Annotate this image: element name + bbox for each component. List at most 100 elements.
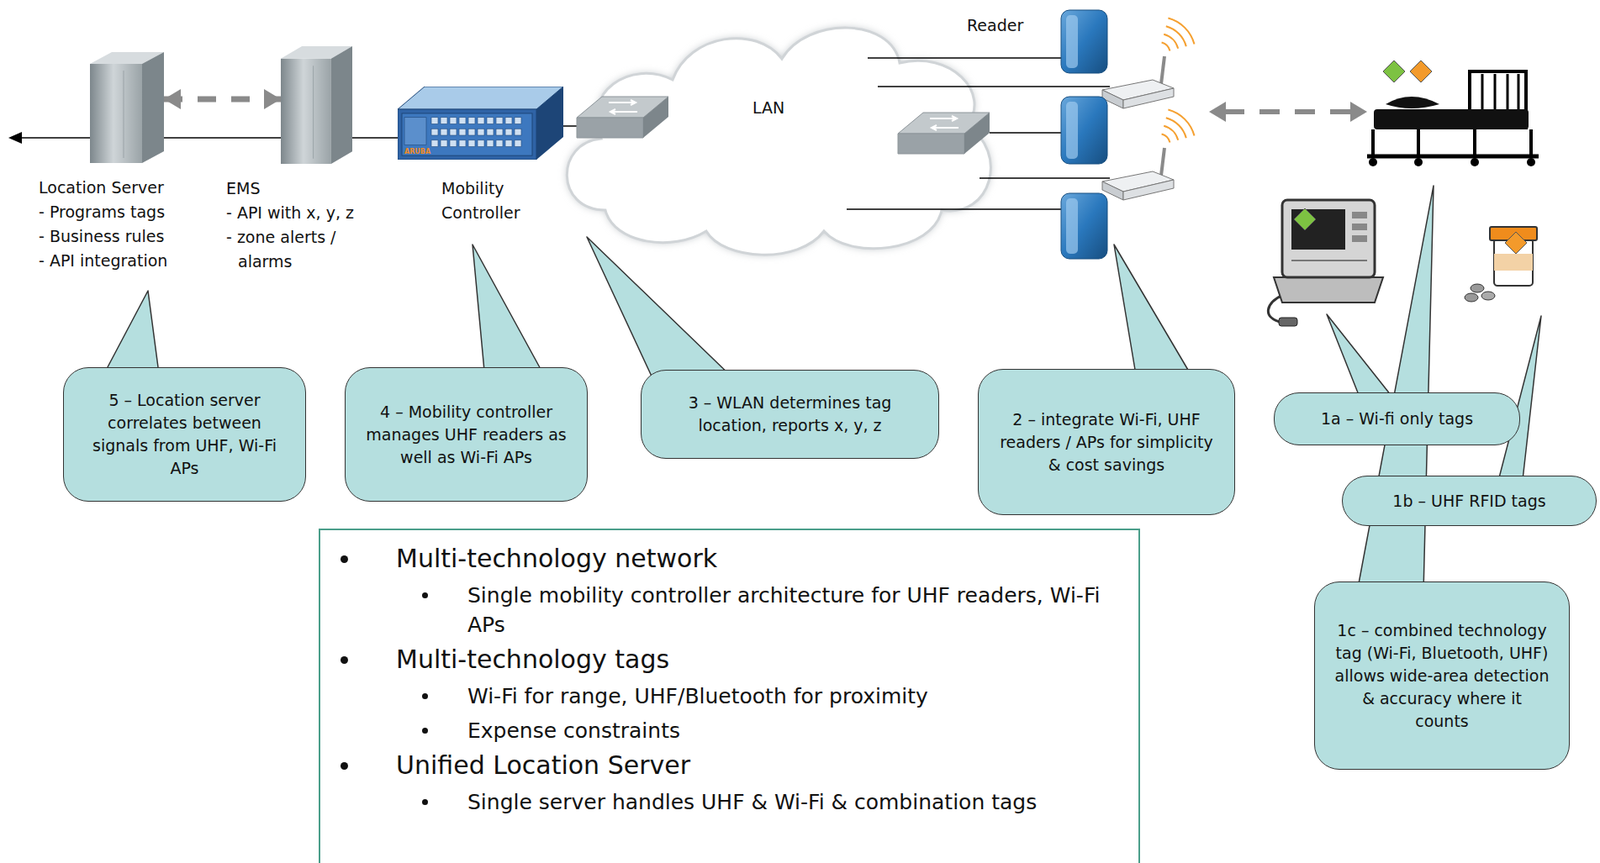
network-switch [964,112,990,154]
equipment-icon [331,46,353,164]
hospital-bed [1529,129,1533,157]
bullet-text: Single mobility controller architecture … [467,583,1100,638]
callout-tail [586,237,735,381]
patient-monitor [1351,211,1368,219]
callout-box: 3 – WLAN determines tag location, report… [640,369,940,460]
wifi-access-point [1102,56,1174,109]
wifi-waves [1167,18,1194,45]
uhf-reader [1066,101,1078,159]
pill-bottle [1464,293,1479,302]
equipment-name: EMS [226,176,395,201]
network-switch [608,100,638,115]
equipment-icon [536,86,564,160]
hospital-bed [1367,60,1539,167]
equipment-icon [514,117,522,125]
equipment-icon [89,52,164,164]
bullet-dot [422,728,428,734]
connector [352,137,398,139]
equipment-icon [496,117,503,125]
bullet-text: Multi-technology network [396,543,718,574]
bullet-text: Expense constraints [467,718,681,744]
equipment-icon [496,128,503,136]
equipment-icon [280,46,353,164]
hospital-bed [1383,60,1405,83]
patient-monitor [1351,223,1368,231]
equipment-icon [486,140,494,148]
uhf-reader [1061,193,1108,259]
equipment-icon [449,117,457,125]
bullet-dot [340,762,349,771]
bullet-dot [422,592,428,599]
backbone-line [8,132,22,144]
network-switch [576,117,644,138]
equipment-name: Location Server [38,175,207,201]
device-label: Reader [966,15,1024,36]
bullet-dot [340,656,349,665]
equipment-icon [505,117,513,125]
wifi-access-point [1161,56,1165,85]
equipment-icon [459,128,466,136]
equipment-icon [397,86,564,110]
bullet-item: Expense constraints [467,716,1129,746]
hospital-bed [1473,129,1477,157]
uhf-reader [1066,15,1078,69]
network-label: LAN [752,97,785,118]
hospital-bed [1373,109,1529,130]
bullet-text: Wi-Fi for range, UHF/Bluetooth for proxi… [467,684,929,709]
equipment-icon [477,128,485,136]
signal-arrow [1209,101,1368,122]
equipment-icon-wrap [89,52,164,164]
equipment-icon [486,117,494,125]
equipment-icon [449,140,457,148]
patient-monitor [1267,200,1384,327]
equipment-icon [449,128,457,136]
equipment-icon [123,70,125,159]
pill-bottle [1464,227,1537,302]
network-switch [929,116,959,131]
equipment-text: EMS- API with x, y, z- zone alerts / ala… [226,176,395,275]
lan-cloud [566,27,991,255]
hospital-bed [1371,129,1375,157]
lan-cloud [566,27,991,255]
bullet-item: Wi-Fi for range, UHF/Bluetooth for proxi… [467,681,1129,712]
bullet-item: Single server handles UHF & Wi-Fi & comb… [467,787,1129,818]
equipment-icon [397,109,537,160]
equipment-icon [401,113,533,156]
equipment-node: Mobility Controller [397,86,566,226]
signal-arrow [1224,109,1352,115]
hospital-bed [1414,158,1423,167]
wifi-waves [1163,126,1178,141]
feature-item: - API with x, y, z [226,200,395,226]
callout-text: 1a – Wi-fi only tags [1293,407,1501,431]
patient-monitor [1282,200,1375,278]
lan-cable [989,132,1062,133]
bullet-item: Single mobility controller architecture … [467,580,1129,640]
callout-text: 5 – Location server correlates between s… [82,389,287,481]
equipment-node: EMS- API with x, y, z- zone alerts / ala… [226,46,395,275]
hospital-bed [1470,158,1479,167]
callout-text: 4 – Mobility controller manages UHF read… [364,401,569,470]
equipment-icon [142,52,164,164]
feature-item: - zone alerts / alarms [226,225,395,275]
hospital-bed [1526,158,1536,167]
network-switch [643,96,669,138]
patient-monitor [1273,277,1384,303]
hospital-bed [1367,154,1539,159]
feature-item: - Programs tags [38,200,207,225]
bullet-heading: Multi-technology tags [396,643,1139,677]
wifi-waves [1161,42,1171,52]
network-switch [897,112,990,154]
lan-cable [867,57,1062,59]
callout-box: 5 – Location server correlates between s… [63,367,307,502]
signal-arrow [1350,101,1368,122]
callout-tail [472,244,547,381]
wifi-waves [1161,134,1171,143]
equipment-icon [431,128,439,136]
connector [163,96,281,103]
bullet-text: Multi-technology tags [396,644,670,675]
callout-box: 1c – combined technology tag (Wi-Fi, Blu… [1314,581,1570,771]
signal-arrow [1209,101,1226,122]
uhf-reader [1061,10,1108,259]
equipment-icon [505,140,513,148]
